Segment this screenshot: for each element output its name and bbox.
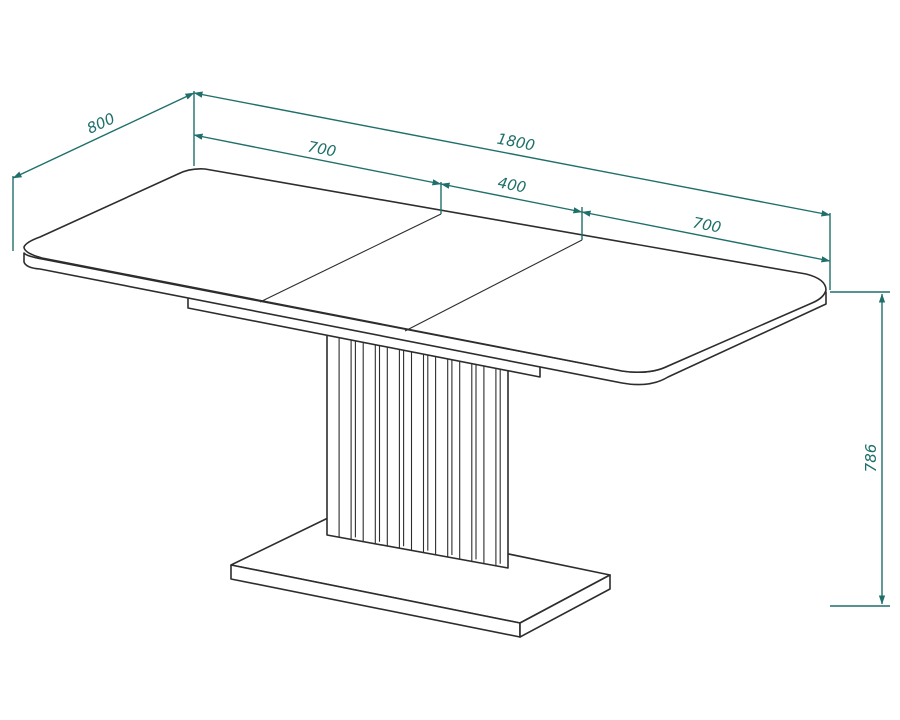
base-plate [230,516,611,638]
dimension-lines [12,91,890,607]
dim-line-leaf-left [193,133,442,186]
pedestal-column [326,332,509,569]
dim-height-label: 786 [862,444,880,473]
dim-line-total-length [193,91,831,217]
column-flutes [338,335,501,566]
dim-insert-label: 400 [496,174,528,197]
dim-leaf-left-label: 700 [306,138,338,161]
dim-total-length-label: 1800 [495,130,536,155]
dim-line-insert [440,182,583,214]
dim-depth-label: 800 [84,109,118,137]
seam-left [259,213,442,303]
dim-leaf-right-label: 700 [691,214,723,237]
dim-line-leaf-right [581,210,831,263]
seam-right [404,239,583,332]
dim-line-depth [12,92,195,179]
